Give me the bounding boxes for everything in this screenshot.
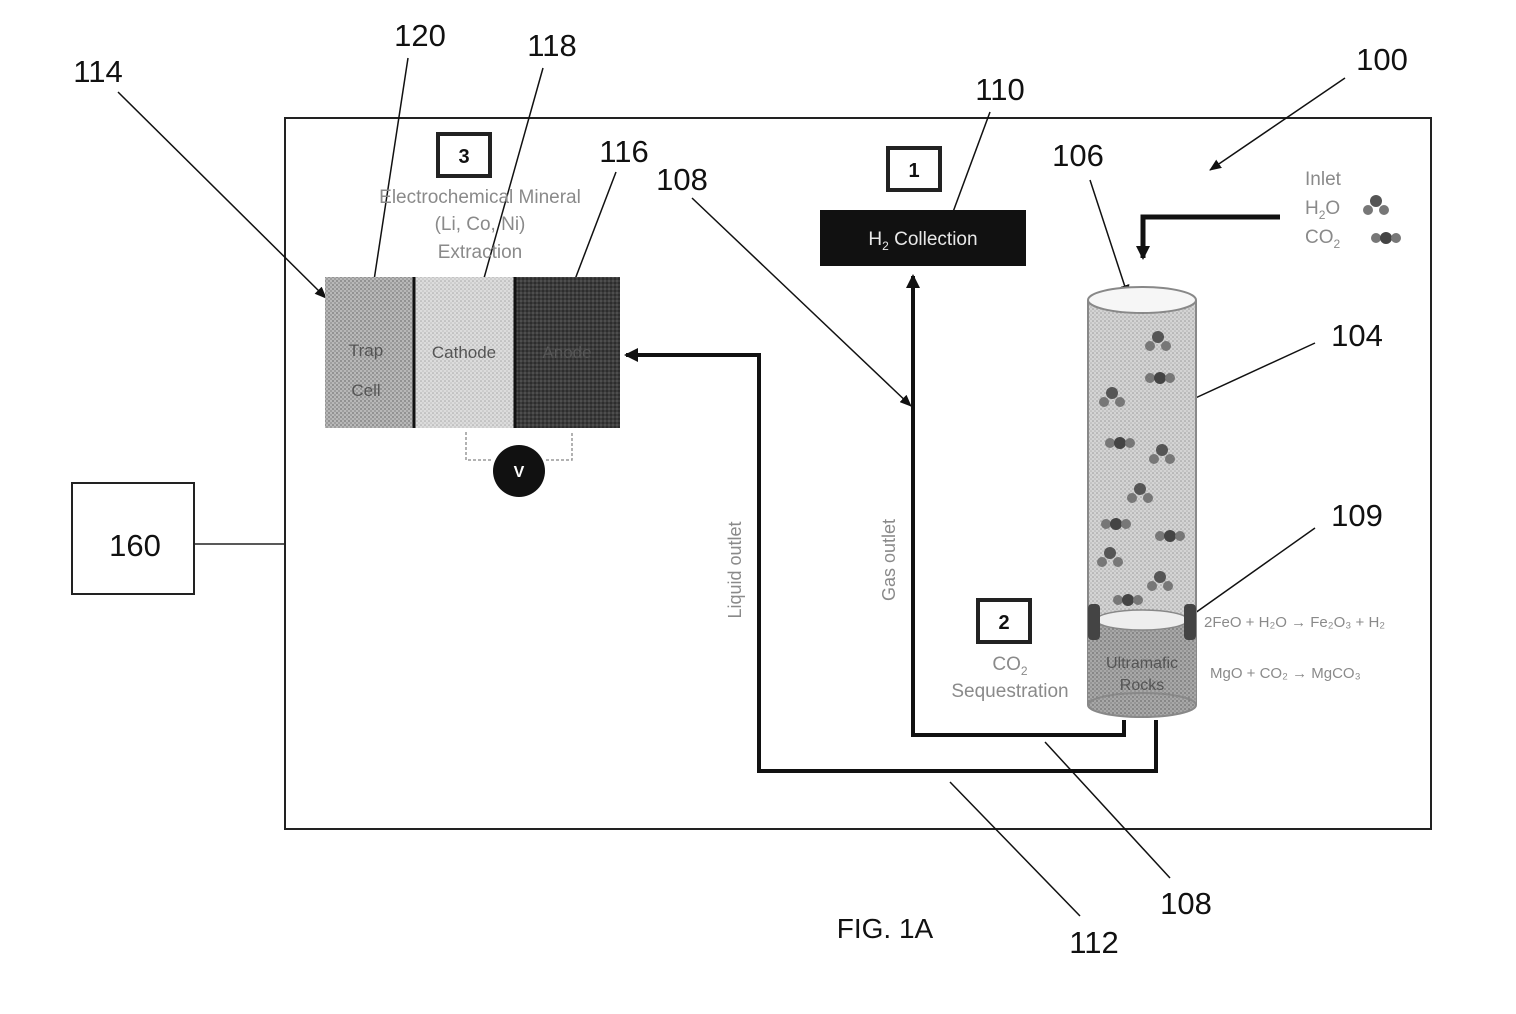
step-1-number: 1 (908, 160, 919, 182)
inlet-title: Inlet (1305, 169, 1342, 190)
inlet-h2o-prefix: H (1305, 198, 1319, 219)
leader-112 (950, 782, 1080, 916)
inlet-co2: CO2 (1305, 227, 1341, 251)
leader-120 (371, 58, 408, 300)
inlet-co2-sub: 2 (1334, 237, 1341, 251)
leader-110 (953, 112, 990, 212)
reaction-serpentinization: 2FeO + H₂O → Fe₂O₃ + H₂ (1204, 614, 1385, 631)
reaction-carbonation: MgO + CO₂ → MgCO₃ (1210, 665, 1361, 682)
inlet-pipe (1143, 217, 1280, 258)
rocks-label-line2: Rocks (1120, 677, 1164, 694)
step-2-number: 2 (998, 612, 1009, 634)
leader-100 (1210, 78, 1345, 170)
electrochemical-cell: Trap Cell Cathode Anode (325, 277, 620, 428)
trap-cell-label-line1: Trap (349, 341, 383, 360)
inlet-co2-prefix: CO (1305, 227, 1334, 248)
inlet-h2o-molecule-icon (1363, 195, 1389, 215)
reaction-zone-disc (1096, 610, 1188, 630)
catalyst-ring-right (1184, 604, 1196, 640)
leader-114 (118, 92, 326, 298)
rocks-label-line1: Ultramafic (1106, 655, 1178, 672)
inlet-h2o: H2O (1305, 198, 1340, 222)
reactor-bottom (1088, 693, 1196, 717)
anode-label: Anode (542, 343, 591, 362)
catalyst-ring-left (1088, 604, 1100, 640)
liquid-outlet-label: Liquid outlet (725, 521, 745, 618)
leader-109 (1188, 528, 1315, 618)
co2-molecule-icon (1145, 372, 1175, 384)
co2-molecule-icon (1155, 530, 1185, 542)
leader-106 (1090, 180, 1128, 296)
ref-104: 104 (1331, 318, 1383, 353)
ref-114: 114 (73, 54, 122, 89)
ref-120: 120 (394, 18, 446, 53)
step-2-line1: CO2 (992, 654, 1028, 678)
h2-prefix: H (868, 229, 882, 250)
co2-molecule-icon (1105, 437, 1135, 449)
co2-sub: 2 (1021, 664, 1028, 678)
voltmeter-label: V (514, 464, 525, 481)
co2-molecule-icon (1101, 518, 1131, 530)
figure-caption: FIG. 1A (837, 913, 934, 944)
step-3-number: 3 (458, 146, 469, 168)
ref-109: 109 (1331, 498, 1383, 533)
ref-110: 110 (975, 72, 1024, 107)
step-3-line1: Electrochemical Mineral (379, 187, 581, 208)
h2-collection-word: Collection (894, 229, 977, 250)
reactor-top-opening (1088, 287, 1196, 313)
ref-108-top: 108 (656, 162, 708, 197)
ref-106: 106 (1052, 138, 1104, 173)
ref-116: 116 (599, 134, 648, 169)
leader-108-bottom (1045, 742, 1170, 878)
inlet-co2-molecule-icon (1371, 232, 1401, 244)
step-3-line2: (Li, Co, Ni) (435, 214, 526, 235)
step-3-line3: Extraction (438, 242, 522, 263)
inlet-h2o-suffix: O (1325, 198, 1340, 219)
leader-104 (1178, 343, 1315, 406)
ref-118: 118 (527, 28, 576, 63)
co2-prefix: CO (992, 654, 1021, 675)
trap-cell-label-line2: Cell (351, 381, 380, 400)
co2-molecule-icon (1113, 594, 1143, 606)
cathode-label: Cathode (432, 343, 496, 362)
ref-160: 160 (109, 528, 161, 563)
reactor-column: Ultramafic Rocks (1088, 287, 1196, 717)
gas-outlet-label: Gas outlet (879, 519, 899, 601)
ref-112: 112 (1069, 925, 1118, 960)
reactor-body (1088, 300, 1196, 620)
ref-108-bottom: 108 (1160, 886, 1212, 921)
ref-100: 100 (1356, 42, 1408, 77)
step-2-line2: Sequestration (951, 681, 1068, 702)
